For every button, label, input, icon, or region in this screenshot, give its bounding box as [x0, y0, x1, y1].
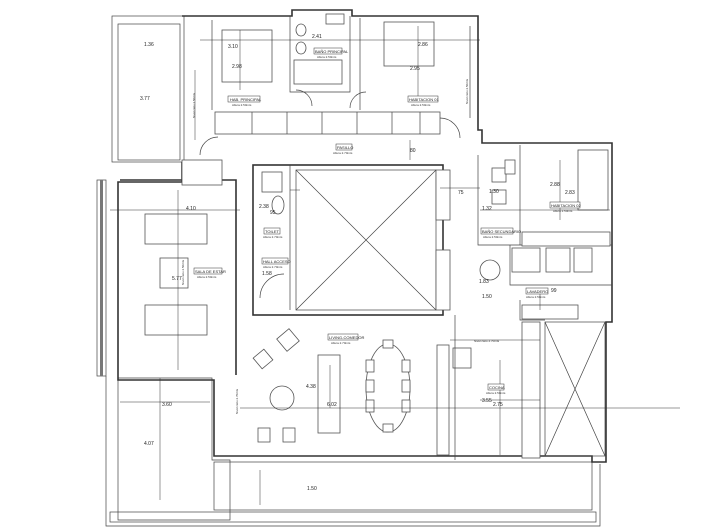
- ceiling-note: Nivel cielo 2.50mts: [465, 78, 469, 104]
- dim: 1.32: [482, 206, 492, 212]
- dim: 99: [551, 288, 557, 294]
- svg-text:Altura 2.70mts: Altura 2.70mts: [263, 235, 283, 239]
- dim: 95: [270, 210, 276, 216]
- svg-text:TOILET: TOILET: [265, 229, 279, 234]
- dim: 3.55: [482, 398, 492, 404]
- svg-text:BAÑO PRINCIPAL: BAÑO PRINCIPAL: [315, 49, 349, 54]
- svg-text:Altura 2.50mts: Altura 2.50mts: [526, 295, 546, 299]
- bed-main: [221, 29, 273, 83]
- dim: 2.88: [550, 182, 560, 188]
- svg-text:Altura 2.70mts: Altura 2.70mts: [333, 151, 353, 155]
- dim: 2.38: [259, 204, 269, 210]
- svg-text:Altura 2.70mts: Altura 2.70mts: [331, 341, 351, 345]
- window-left: [96, 179, 107, 377]
- svg-text:Altura 2.50mts: Altura 2.50mts: [553, 209, 573, 213]
- ceiling-note: Nivel cielo 2.50mts: [192, 92, 196, 118]
- ceiling-note: Nivel cielo 2.70mts: [474, 339, 500, 343]
- dim: 3.77: [140, 96, 150, 102]
- terrace-bottom: [105, 376, 601, 527]
- bathtub: [293, 59, 343, 85]
- kitchen-counter: [521, 321, 541, 459]
- terrace-bottom-left: [117, 377, 231, 521]
- svg-text:Altura 2.50mts: Altura 2.50mts: [486, 391, 506, 395]
- dim: 2.75: [493, 402, 503, 408]
- dim: 1.58: [262, 271, 272, 277]
- wardrobe-row: [214, 111, 441, 135]
- svg-text:BAÑO SECUNDARIO: BAÑO SECUNDARIO: [482, 229, 521, 234]
- dim: 3.60: [162, 402, 172, 408]
- ceiling-note: Nivel cielo 2.50mts: [181, 259, 185, 285]
- svg-text:Altura 2.50mts: Altura 2.50mts: [232, 103, 252, 107]
- dim: 2.95: [410, 66, 420, 72]
- dim: 2.83: [565, 190, 575, 196]
- svg-text:Altura 2.50mts: Altura 2.50mts: [411, 103, 431, 107]
- bed-02: [577, 149, 609, 211]
- dim: 3.10: [228, 44, 238, 50]
- sofa-sala: [144, 159, 223, 336]
- svg-text:COCINA: COCINA: [489, 385, 505, 390]
- svg-text:Altura 2.50mts: Altura 2.50mts: [317, 55, 337, 59]
- svg-text:HABITACION 01: HABITACION 01: [409, 97, 439, 102]
- dim: 2.41: [312, 34, 322, 40]
- exterior-walls: [117, 9, 613, 463]
- svg-text:Altura 2.50mts: Altura 2.50mts: [483, 235, 503, 239]
- dim: 80: [410, 148, 416, 154]
- dim: 6.02: [327, 402, 337, 408]
- svg-text:Altura 2.70mts: Altura 2.70mts: [263, 265, 283, 269]
- svg-text:SALA DE ESTAR: SALA DE ESTAR: [195, 269, 226, 274]
- svg-text:PASILLO: PASILLO: [337, 145, 353, 150]
- ceiling-note: Nivel cielo 2.70mts: [235, 388, 239, 414]
- balcony-top-left: [111, 15, 185, 163]
- svg-text:HAB. PRINCIPAL: HAB. PRINCIPAL: [230, 97, 262, 102]
- svg-text:HABITACION 02: HABITACION 02: [551, 203, 581, 208]
- dim: 2.98: [232, 64, 242, 70]
- dim: 1.36: [144, 42, 154, 48]
- dim: 1.50: [307, 486, 317, 492]
- dim: 1.83: [479, 279, 489, 285]
- dim: 2.86: [418, 42, 428, 48]
- dim: 4.10: [186, 206, 196, 212]
- sofa-living: [317, 354, 341, 434]
- svg-text:HALL ACCESO: HALL ACCESO: [263, 259, 291, 264]
- round-table: [479, 259, 501, 281]
- dim: 4.07: [144, 441, 154, 447]
- dim: 75: [458, 190, 464, 196]
- bed-01: [383, 21, 435, 67]
- svg-text:LIVING-COMEDOR: LIVING-COMEDOR: [329, 335, 364, 340]
- dim: 5.77: [172, 276, 182, 282]
- dim: 1.30: [489, 189, 499, 195]
- dim: 4.38: [306, 384, 316, 390]
- patio-void: [295, 169, 437, 311]
- shaft-void: [544, 321, 606, 457]
- svg-text:Altura 2.50mts: Altura 2.50mts: [197, 275, 217, 279]
- dim: 1.50: [482, 294, 492, 300]
- svg-text:LAVADERO: LAVADERO: [527, 289, 548, 294]
